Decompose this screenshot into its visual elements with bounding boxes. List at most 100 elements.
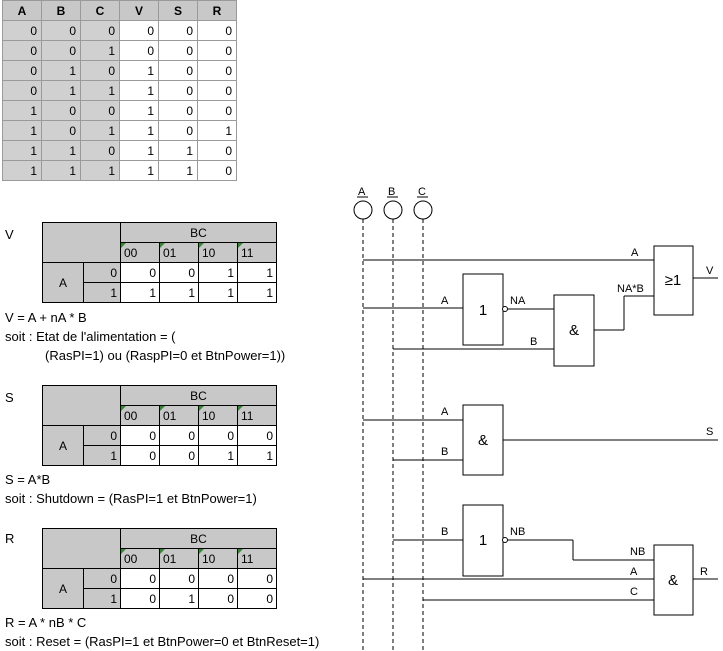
kmap-row-value: 1 bbox=[83, 282, 121, 303]
wire-label-a-r: A bbox=[630, 566, 638, 578]
signal-na: NA bbox=[510, 295, 526, 307]
kmap-cell: 1 bbox=[237, 262, 277, 283]
and-gate-s bbox=[462, 404, 504, 476]
kmap-cell: 0 bbox=[237, 588, 277, 609]
kmap-label-v: V bbox=[5, 227, 14, 242]
kmap-col-header: 01 bbox=[159, 548, 199, 569]
kmap-row-value: 1 bbox=[83, 445, 121, 466]
truth-table-cell: 1 bbox=[119, 160, 159, 181]
not-gate-a-symbol: 1 bbox=[479, 302, 487, 319]
kmap-cell: 1 bbox=[120, 282, 160, 303]
truth-table-cell: 0 bbox=[2, 60, 42, 81]
truth-table-cell: 1 bbox=[2, 140, 42, 161]
and-gate-s-symbol: & bbox=[478, 432, 488, 449]
wire-label-b-r: B bbox=[441, 526, 448, 538]
truth-table-cell: 0 bbox=[197, 80, 237, 101]
not-gate-b-symbol: 1 bbox=[479, 532, 487, 549]
wire-label-a-not: A bbox=[441, 295, 449, 307]
truth-table-cell: 0 bbox=[80, 20, 120, 41]
input-c-label: C bbox=[418, 186, 426, 198]
kmap-label-s: S bbox=[5, 390, 14, 405]
truth-table-cell: 1 bbox=[197, 120, 237, 141]
not-gate-a bbox=[462, 273, 504, 346]
truth-table-cell: 0 bbox=[41, 40, 81, 61]
truth-table-cell: 1 bbox=[41, 60, 81, 81]
signal-nb: NB bbox=[510, 526, 525, 538]
truth-table-cell: 1 bbox=[41, 80, 81, 101]
kmap-row-value: 1 bbox=[83, 588, 121, 609]
output-s: S bbox=[706, 426, 713, 438]
kmap-corner bbox=[42, 222, 121, 263]
truth-table-cell: 0 bbox=[80, 140, 120, 161]
truth-table-cell: 0 bbox=[158, 40, 198, 61]
kmap-corner bbox=[42, 385, 121, 426]
output-r: R bbox=[700, 566, 708, 578]
kmap-bc-header: BC bbox=[120, 528, 277, 549]
kmap-row-value: 0 bbox=[83, 262, 121, 283]
and-gate-r bbox=[653, 544, 694, 616]
kmap-bc-header: BC bbox=[120, 222, 277, 243]
kmap-cell: 0 bbox=[159, 568, 199, 589]
truth-table-cell: 1 bbox=[158, 160, 198, 181]
kmap-label-r: R bbox=[5, 531, 15, 546]
wire-label-b-s: B bbox=[441, 446, 448, 458]
wire-label-a-v: A bbox=[631, 247, 639, 259]
not-gate-b bbox=[462, 504, 504, 577]
kmap-cell: 1 bbox=[198, 445, 238, 466]
truth-table-cell: 0 bbox=[197, 140, 237, 161]
kmap-row-var: A bbox=[42, 262, 84, 303]
and-gate-r-symbol: & bbox=[668, 572, 678, 589]
kmap-cell: 1 bbox=[198, 282, 238, 303]
kmap-col-header: 00 bbox=[120, 405, 160, 426]
signal-na-b: NA*B bbox=[617, 283, 644, 295]
header-b: B bbox=[41, 0, 81, 21]
truth-table-cell: 0 bbox=[41, 20, 81, 41]
kmap-row-var: A bbox=[42, 425, 84, 466]
truth-table-cell: 0 bbox=[197, 60, 237, 81]
kmap-description: soit : Shutdown = (RasPI=1 et BtnPower=1… bbox=[5, 491, 257, 506]
kmap-col-header: 10 bbox=[198, 548, 238, 569]
truth-table-cell: 0 bbox=[119, 40, 159, 61]
kmap-col-header: 00 bbox=[120, 242, 160, 263]
truth-table-cell: 0 bbox=[41, 100, 81, 121]
wire-label-c-r: C bbox=[630, 586, 638, 598]
kmap-description-line2: (RasPI=1) ou (RaspPI=0 et BtnPower=1)) bbox=[45, 348, 286, 363]
truth-table-cell: 1 bbox=[119, 60, 159, 81]
truth-table-cell: 0 bbox=[80, 60, 120, 81]
truth-table-cell: 1 bbox=[41, 140, 81, 161]
kmap-row-value: 0 bbox=[83, 425, 121, 446]
input-c-terminal bbox=[413, 200, 433, 220]
kmap-cell: 0 bbox=[120, 568, 160, 589]
truth-table-cell: 0 bbox=[158, 100, 198, 121]
kmap-cell: 1 bbox=[237, 445, 277, 466]
kmap-equation: S = A*B bbox=[5, 472, 51, 487]
output-v: V bbox=[706, 265, 714, 277]
kmap-cell: 1 bbox=[159, 588, 199, 609]
wire-label-a-s: A bbox=[441, 406, 449, 418]
header-r: R bbox=[197, 0, 237, 21]
truth-table-cell: 1 bbox=[119, 100, 159, 121]
truth-table-cell: 0 bbox=[197, 160, 237, 181]
and-gate-v-symbol: & bbox=[569, 322, 579, 339]
truth-table-cell: 0 bbox=[2, 20, 42, 41]
wire-label-b-v: B bbox=[530, 336, 537, 348]
kmap-cell: 1 bbox=[159, 282, 199, 303]
kmap-col-header: 00 bbox=[120, 548, 160, 569]
truth-table-cell: 0 bbox=[158, 20, 198, 41]
kmap-cell: 0 bbox=[120, 445, 160, 466]
kmap-col-header: 11 bbox=[237, 548, 277, 569]
truth-table-cell: 1 bbox=[41, 160, 81, 181]
truth-table-cell: 0 bbox=[197, 20, 237, 41]
truth-table-cell: 1 bbox=[80, 160, 120, 181]
kmap-cell: 0 bbox=[237, 568, 277, 589]
kmap-equation: V = A + nA * B bbox=[5, 310, 87, 325]
